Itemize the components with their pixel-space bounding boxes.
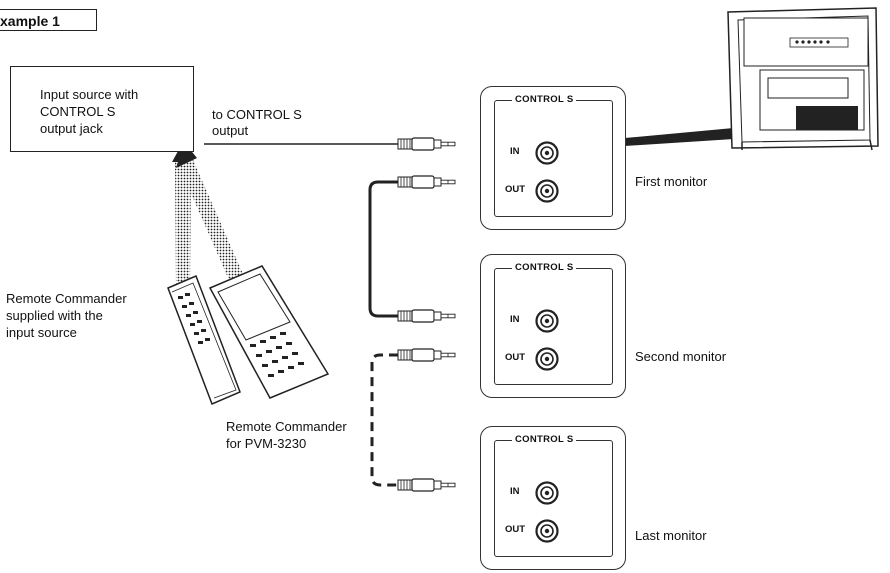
control-s-title: CONTROL S [512,94,577,105]
jack-icon [535,481,559,505]
to-output-line-1: to CONTROL S [212,107,302,122]
out-label: OUT [505,184,526,195]
jack-icon [535,179,559,203]
chain-cable-1 [368,175,456,323]
source-line-2: CONTROL S [40,104,116,119]
monitor-label-first: First monitor [635,174,708,189]
ir-arrow-right [176,142,250,296]
chain-cable-dashed [370,348,456,492]
panel-frame: CONTROL S IN OUT [494,262,613,385]
remote-input-line-2: supplied with the [6,308,103,323]
to-output-line-2: output [212,123,249,138]
remote-pvm-line-2: for PVM-3230 [226,436,307,451]
input-source-box: Input source with CONTROL S output jack [10,66,194,152]
out-label: OUT [505,352,526,363]
example-tag: xample 1 [0,9,97,31]
jack-icon [535,309,559,333]
source-line-1: Input source with [40,87,139,102]
control-s-panel-first: CONTROL S IN OUT [480,86,626,230]
monitor-rear-icon [727,7,879,151]
source-line-3: output jack [40,121,103,136]
in-label: IN [510,314,520,325]
control-s-panel-second: CONTROL S IN OUT [480,254,626,398]
panel-frame: CONTROL S IN OUT [494,434,613,557]
control-s-panel-last: CONTROL S IN OUT [480,426,626,570]
monitor-label-last: Last monitor [635,528,707,543]
out-label: OUT [505,524,526,535]
jack-icon [535,141,559,165]
panel-frame: CONTROL S IN OUT [494,94,613,217]
in-label: IN [510,146,520,157]
jack-icon [535,347,559,371]
remote-input-line-1: Remote Commander [6,291,127,306]
output-cable [204,137,456,151]
remote-input-line-3: input source [6,325,77,340]
control-s-title: CONTROL S [512,434,577,445]
in-label: IN [510,486,520,497]
jack-icon [535,519,559,543]
control-s-title: CONTROL S [512,262,577,273]
remote-commander-pvm-icon [208,265,330,399]
remote-commander-icon [167,275,241,405]
monitor-label-second: Second monitor [635,349,727,364]
remote-pvm-line-1: Remote Commander [226,419,347,434]
